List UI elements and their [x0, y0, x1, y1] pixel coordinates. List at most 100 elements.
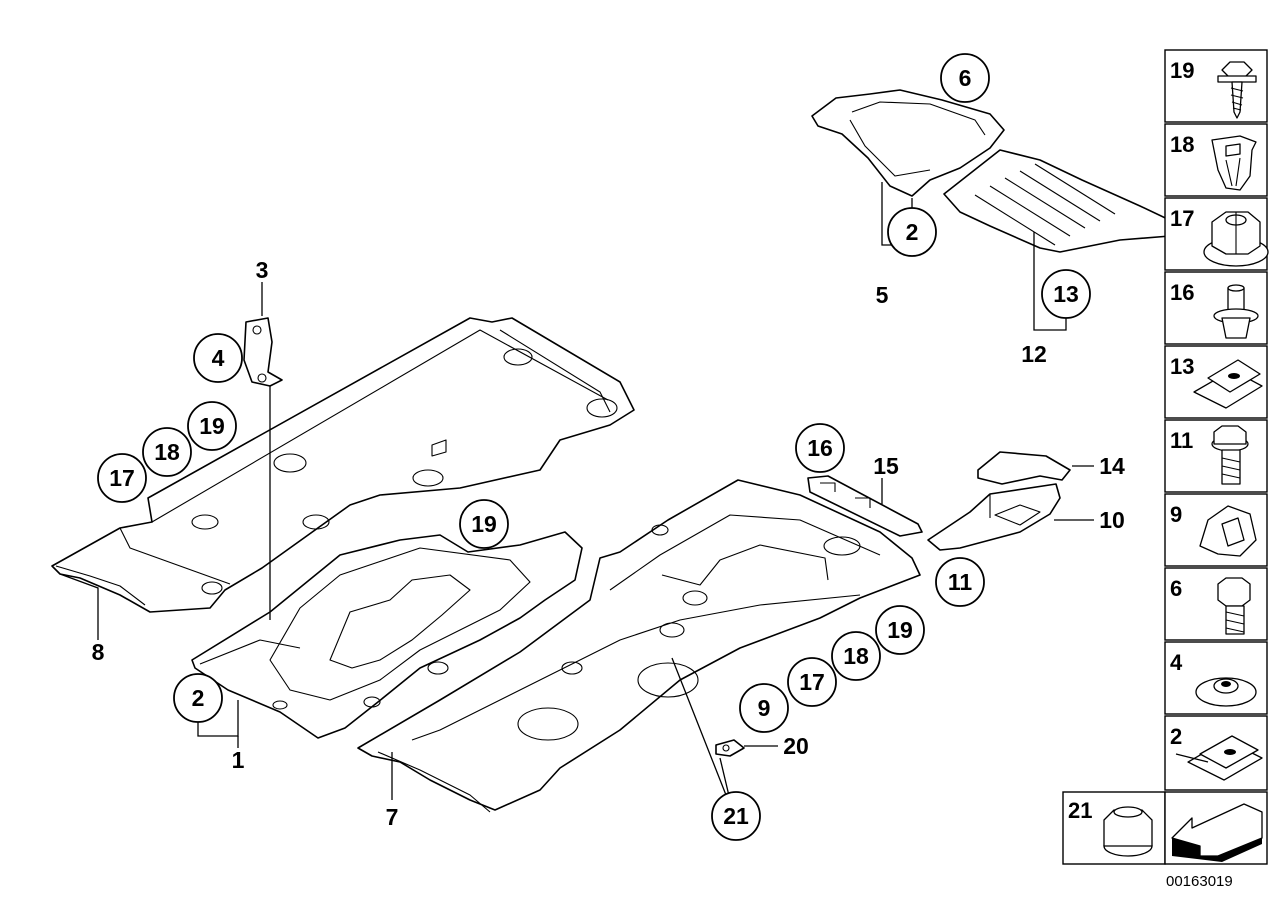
legend-label-6: 6 — [1170, 576, 1182, 601]
callout-label: 17 — [799, 669, 825, 695]
callout-15: 15 — [873, 453, 899, 479]
expanding-nut-icon — [1211, 135, 1257, 191]
callout-label: 16 — [807, 435, 833, 461]
callout-label: 18 — [843, 643, 869, 669]
washer-nut-icon — [1195, 677, 1257, 707]
callout-circle — [935, 557, 985, 607]
speed-nut-clip-icon — [1193, 359, 1263, 409]
callout-21: 21 — [711, 791, 761, 841]
strip-part-15 — [807, 475, 923, 537]
callout-label: 3 — [256, 257, 269, 283]
bolt-screw-icon — [1217, 61, 1257, 119]
legend-label-21: 21 — [1068, 798, 1092, 823]
callout-circle — [875, 605, 925, 655]
callout-circle — [187, 401, 237, 451]
callout-circle — [887, 207, 937, 257]
callout-10: 10 — [1099, 507, 1125, 533]
shield-part-5 — [811, 89, 1005, 197]
callout-circle — [831, 631, 881, 681]
callout-label: 20 — [783, 733, 809, 759]
callout-label: 4 — [212, 345, 225, 371]
callout-circle — [1041, 269, 1091, 319]
legend-label-11: 11 — [1170, 428, 1193, 453]
callout-label: 19 — [887, 617, 913, 643]
document-number: 00163019 — [1166, 873, 1233, 890]
callout-2: 2 — [887, 207, 937, 257]
callout-18: 18 — [831, 631, 881, 681]
shield-part-12 — [943, 149, 1179, 253]
callout-circle — [940, 53, 990, 103]
callout-label: 19 — [471, 511, 497, 537]
legend-label-17: 17 — [1170, 206, 1194, 231]
callout-9: 9 — [739, 683, 789, 733]
callout-label: 19 — [199, 413, 225, 439]
callout-label: 12 — [1021, 341, 1047, 367]
hex-bolt-icon — [1211, 425, 1249, 485]
legend-box-16 — [1164, 271, 1268, 345]
callout-19: 19 — [459, 499, 509, 549]
callout-label: 2 — [906, 219, 919, 245]
hex-bolt-short-icon — [1217, 577, 1251, 635]
callout-circle — [97, 453, 147, 503]
legend-box-6 — [1164, 567, 1268, 641]
callout-label: 11 — [948, 569, 973, 595]
callout-circle — [459, 499, 509, 549]
callout-label: 15 — [873, 453, 899, 479]
callout-2: 2 — [173, 673, 223, 723]
bracket-part-3 — [243, 317, 283, 387]
callout-16: 16 — [795, 423, 845, 473]
legend-label-9: 9 — [1170, 502, 1182, 527]
callout-3: 3 — [256, 257, 269, 283]
leader-lines — [59, 182, 1094, 801]
callout-circle — [787, 657, 837, 707]
plastic-rivet-icon — [1213, 284, 1259, 339]
callout-1: 1 — [232, 747, 245, 773]
spring-clip-icon — [1199, 505, 1257, 557]
callout-6: 6 — [940, 53, 990, 103]
callout-12: 12 — [1021, 341, 1047, 367]
callout-13: 13 — [1041, 269, 1091, 319]
callout-17: 17 — [97, 453, 147, 503]
callout-label: 13 — [1053, 281, 1079, 307]
legend-box-19 — [1164, 49, 1268, 123]
callout-label: 10 — [1099, 507, 1125, 533]
callout-label: 18 — [154, 439, 180, 465]
legend-label-19: 19 — [1170, 58, 1194, 83]
callout-circle — [711, 791, 761, 841]
underbody-panel-left — [51, 317, 635, 613]
callout-label: 14 — [1099, 453, 1125, 479]
callout-circle — [142, 427, 192, 477]
legend-label-4: 4 — [1170, 650, 1183, 675]
callout-label: 21 — [723, 803, 749, 829]
callout-11: 11 — [935, 557, 985, 607]
callout-label: 8 — [92, 639, 105, 665]
bracket-assembly-14-10 — [927, 451, 1071, 551]
callout-label: 6 — [959, 65, 972, 91]
callout-label: 1 — [232, 747, 245, 773]
callout-7: 7 — [386, 804, 399, 830]
legend-label-13: 13 — [1170, 354, 1194, 379]
legend-label-18: 18 — [1170, 132, 1194, 157]
callout-5: 5 — [876, 282, 889, 308]
callout-label: 5 — [876, 282, 889, 308]
callout-circle — [193, 333, 243, 383]
callout-circle — [173, 673, 223, 723]
cap-nut-icon — [1103, 806, 1153, 857]
callout-20: 20 — [783, 733, 809, 759]
underbody-panel-middle — [191, 531, 583, 739]
callout-18: 18 — [142, 427, 192, 477]
callout-19: 19 — [187, 401, 237, 451]
hardware-legend: 19 18 17 16 13 11 9 6 4 2 21 — [1062, 49, 1269, 890]
callout-4: 4 — [193, 333, 243, 383]
callout-circle — [739, 683, 789, 733]
clip-part-20 — [715, 739, 745, 757]
flange-nut-icon — [1203, 211, 1269, 267]
sheet-nut-icon — [1175, 735, 1263, 781]
direction-arrow-icon — [1171, 803, 1263, 862]
underbody-panel-right — [357, 479, 921, 813]
callout-label: 7 — [386, 804, 399, 830]
callout-label: 17 — [109, 465, 135, 491]
callout-8: 8 — [92, 639, 105, 665]
